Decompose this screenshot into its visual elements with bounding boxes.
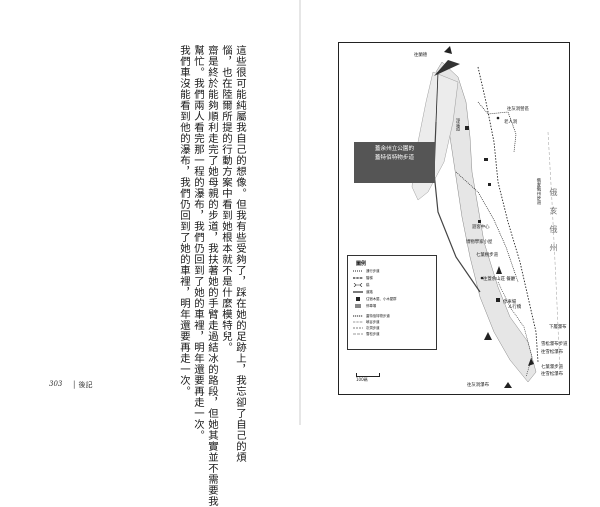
legend-item-road: 道路 <box>366 290 373 294</box>
text-column-5: 我們車沒能看到他的瀑布，我們仍回到了她的車裡，明年還要再走一次。 <box>178 45 190 397</box>
scale-bar: 100碼 <box>356 373 380 383</box>
label-visitor-center: 遊客中心 <box>472 225 490 230</box>
text-column-3: 齋是終於能夠順利走完了她母親的步道，我扶著她的手臂走過結冰的路段，但她其實並不需… <box>206 45 218 507</box>
road-symbol-icon <box>353 291 363 293</box>
trail-d-symbol-icon <box>353 333 363 335</box>
text-column-4: 幫忙。我們兩人看完那一程的瀑布，我們仍回到了她的車裡，明年還要再走一次。 <box>192 45 204 441</box>
label-bridge: 人行橋 <box>508 305 522 310</box>
label-nature-center: 博物學家小屋 <box>466 240 493 245</box>
label-mountain-cabin: 往蓋余山莊 餐廳 <box>483 277 516 282</box>
bridge-symbol-icon <box>353 283 363 287</box>
book-spine <box>299 0 301 425</box>
label-to-ash-cave: 往灰洞營區 <box>507 107 529 112</box>
legend-item-bridge: 橋 <box>366 283 370 287</box>
legend-item-main-trail: 蓋特佰特物步道 <box>366 314 390 318</box>
label-to-cedar-falls: 往雪松瀑布 <box>541 350 563 355</box>
parking-symbol-icon <box>355 304 361 308</box>
left-page <box>0 0 300 425</box>
map-legend: 圖例 通行步道 階梯 橋 道路 住宿木屋、小木屋群 停車場 蓋特佰特物步道 峽谷… <box>347 255 437 350</box>
trail-a-symbol-icon <box>353 315 363 317</box>
legend-item-trail: 通行步道 <box>366 269 380 273</box>
label-river-left: 淨溪道 <box>455 118 460 132</box>
trail-symbol-icon <box>353 270 363 272</box>
cabin-symbol-icon <box>356 297 360 301</box>
label-to-lodge: 往蘭德 <box>414 53 428 58</box>
legend-item-cedar-trail: 雪松步道 <box>366 332 380 336</box>
label-buckeye-trail: 七葉樹步道 <box>476 253 498 258</box>
running-head: │ 後記 <box>72 381 93 389</box>
stairs-symbol-icon <box>353 277 363 279</box>
label-lower-falls: 下層瀑布 <box>549 325 567 330</box>
text-column-2: 惱，也在陸爾所提的行動方案中看到她根本就不是什麼模特兒。 <box>220 45 232 353</box>
label-lot: 停車場 <box>503 300 517 305</box>
label-old-mans-cave: 老人洞 <box>504 120 518 125</box>
legend-item-stairs: 階梯 <box>366 276 373 280</box>
label-trailhead: 往雪松瀑布 <box>541 372 563 377</box>
label-seven-falls: 七葉瀑步道 <box>541 365 563 370</box>
legend-title: 圖例 <box>356 261 367 267</box>
legend-item-cabin: 住宿木屋、小木屋群 <box>366 297 397 301</box>
label-ash-cave-bottom: 往灰洞瀑布 <box>467 383 489 388</box>
map-title-box: 蓋余州立公園的 蓋特佰特物步道 <box>354 142 435 183</box>
text-column-1: 這些很可能純屬我自己的想像。但我有些受夠了，踩在她的足跡上，我忘卻了自己的煩 <box>234 45 246 463</box>
label-cedar-falls-trail: 雪松瀑布步道 <box>541 342 568 347</box>
scale-label: 100碼 <box>356 377 368 382</box>
legend-item-parking: 停車場 <box>366 304 377 308</box>
region-label: 俄 亥 俄 州 <box>549 188 558 256</box>
scale-bar-line <box>356 373 380 377</box>
map-title-line1: 蓋余州立公園的 <box>374 146 415 152</box>
legend-item-gorge-trail: 峽谷步道 <box>366 320 380 324</box>
label-ohio-trail: 俄亥俄州步道 <box>536 178 541 205</box>
map-title-line2: 蓋特佰特物步道 <box>374 155 415 161</box>
trail-c-symbol-icon <box>353 327 363 329</box>
page-number: 303 <box>49 380 63 388</box>
trail-b-symbol-icon <box>353 321 363 323</box>
legend-item-ash-trail: 灰洞步道 <box>366 326 380 330</box>
